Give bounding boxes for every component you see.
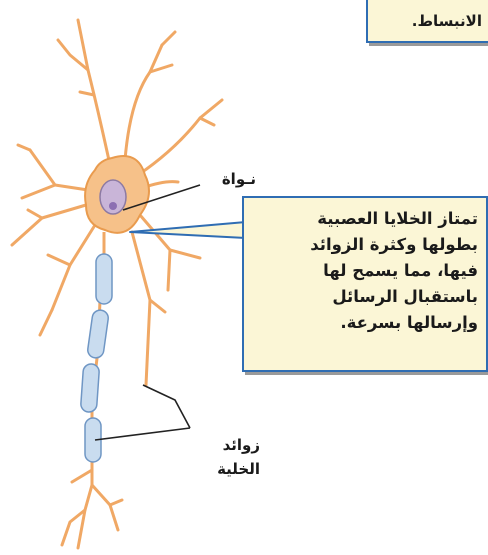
- callout-line: فيها، مما يسمح لها: [244, 258, 478, 284]
- myelin-segment: [87, 309, 110, 359]
- myelin-segment: [80, 364, 99, 413]
- callout-top: الانبساط.: [366, 0, 488, 43]
- nucleolus: [109, 202, 117, 210]
- callout-line: وإرسالها بسرعة.: [244, 310, 478, 336]
- callout-top-text: الانبساط.: [412, 12, 482, 30]
- processes-label-line1: زوائد: [200, 436, 260, 454]
- process-leader-line: [95, 428, 190, 440]
- myelin-segments: [80, 254, 112, 462]
- processes-label-line2: الخلية: [190, 460, 260, 478]
- callout-main: تمتاز الخلايا العصبية بطولها وكثرة الزوا…: [242, 196, 488, 372]
- nucleus-label: نـواة: [186, 170, 256, 188]
- callout-line: تمتاز الخلايا العصبية: [244, 206, 478, 232]
- myelin-segment: [96, 254, 112, 304]
- callout-line: بطولها وكثرة الزوائد: [244, 232, 478, 258]
- axon-leader-line: [143, 385, 190, 428]
- callout-line: باستقبال الرسائل: [244, 284, 478, 310]
